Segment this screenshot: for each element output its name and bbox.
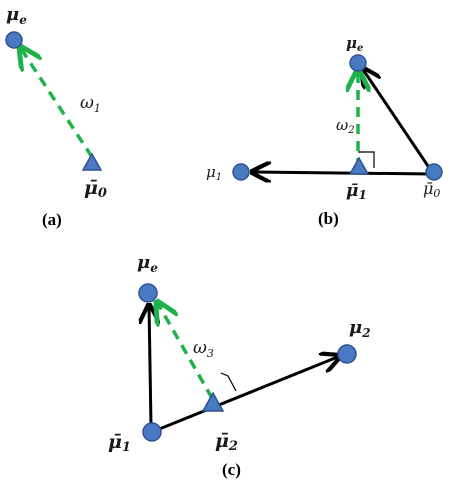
omega2-label: ω2 bbox=[336, 116, 355, 136]
mu1-to-mue-arrow bbox=[149, 305, 151, 427]
mu2-node-c bbox=[337, 344, 357, 364]
mu1-bar-node-c bbox=[142, 422, 162, 442]
mu-e-node-a bbox=[5, 31, 23, 49]
mu1-bar-label-b: μ̄1 bbox=[346, 181, 367, 202]
mu0-bar-label-b: μ̄0 bbox=[423, 179, 440, 200]
mu0-to-mu1-arrow bbox=[252, 172, 433, 174]
caption-b: (b) bbox=[318, 209, 339, 228]
mu-e-label-c: μe bbox=[137, 252, 158, 275]
mu-e-label-b: μe bbox=[346, 34, 363, 54]
omega3-label: ω3 bbox=[193, 338, 214, 360]
mu-e-node-b bbox=[349, 54, 367, 72]
omega1-dashed-arrow bbox=[20, 47, 94, 158]
mu-e-node-c bbox=[138, 283, 158, 303]
mu0-bar-label-a: μ̄0 bbox=[84, 177, 107, 201]
omega3-dashed-arrow bbox=[157, 302, 214, 399]
caption-c: (c) bbox=[222, 460, 241, 479]
caption-a: (a) bbox=[42, 210, 62, 229]
mu-e-label-a: μe bbox=[6, 4, 27, 27]
right-angle-mark-b bbox=[358, 151, 375, 168]
mu0-bar-triangle-a bbox=[81, 152, 103, 171]
panel-c: μe ω3 μ2 μ̄1 μ̄2 (c) bbox=[108, 252, 371, 479]
mu1-to-mu2-arrow bbox=[151, 356, 340, 434]
omega1-label: ω1 bbox=[80, 93, 101, 115]
panel-a: μe ω1 μ̄0 (a) bbox=[5, 4, 107, 229]
mu2-bar-label-c: μ̄2 bbox=[215, 430, 238, 454]
mu0-bar-node-b bbox=[425, 163, 443, 181]
mu1-bar-triangle-b bbox=[348, 156, 370, 175]
mu0-to-mue-arrow bbox=[362, 68, 434, 173]
mu2-bar-triangle-c bbox=[201, 391, 225, 412]
right-angle-mark-c bbox=[220, 372, 237, 392]
mu1-label-b: μ1 bbox=[206, 163, 222, 183]
mu1-bar-label-c: μ̄1 bbox=[108, 431, 131, 455]
mu2-label-c: μ2 bbox=[349, 317, 371, 340]
mu1-node-b bbox=[232, 163, 250, 181]
panel-b: μe ω2 μ1 μ̄1 μ̄0 (b) bbox=[206, 34, 443, 228]
